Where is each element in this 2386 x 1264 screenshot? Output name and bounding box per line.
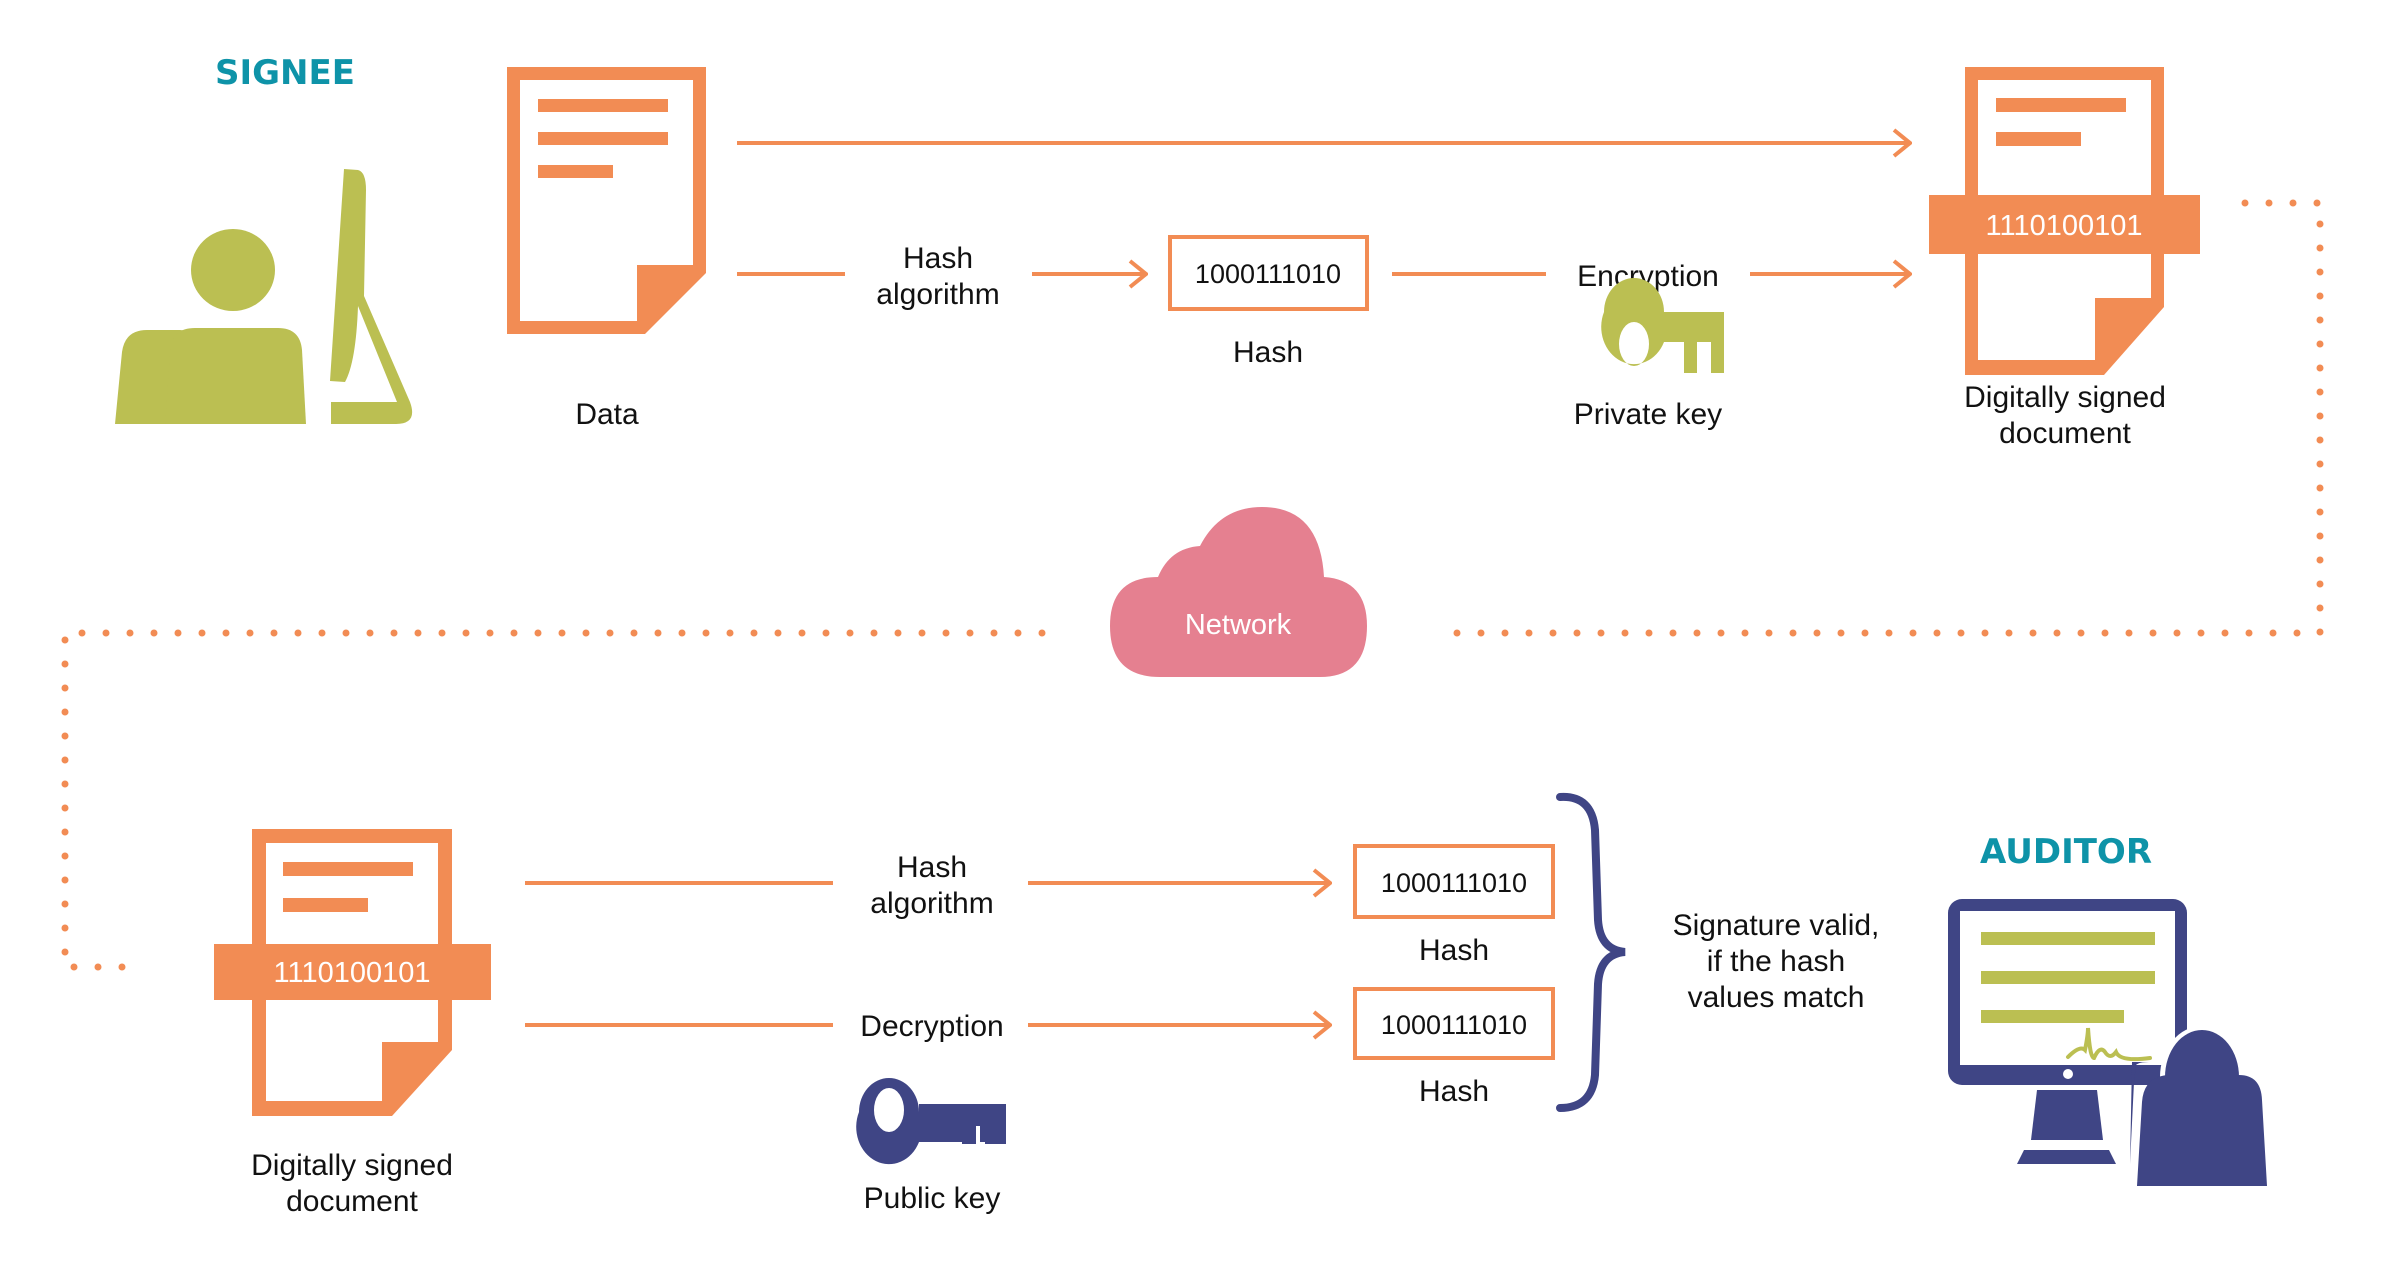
- auditor-hash-value-1: 1000111010: [1381, 868, 1527, 898]
- dotted-path-top-right: [1429, 199, 2324, 637]
- network-label: Network: [1185, 609, 1292, 641]
- data-label: Data: [575, 398, 639, 431]
- auditor-hash-value-2: 1000111010: [1381, 1010, 1527, 1040]
- signee-person-computer-icon: [115, 169, 413, 424]
- signee-hash-box: [1168, 235, 1369, 311]
- result-line3: values match: [1688, 981, 1865, 1014]
- public-key-label: Public key: [864, 1182, 1001, 1215]
- data-document-icon: [507, 67, 706, 334]
- hash-algorithm-label-line2: algorithm: [876, 278, 999, 311]
- public-key-icon: [856, 1078, 1006, 1165]
- auditor-hash-box-1: [1353, 844, 1555, 919]
- hash-algorithm-label-line1: Hash: [903, 242, 973, 275]
- auditor-hash-label-1: Hash: [1419, 934, 1489, 967]
- signed-document-icon-top: [1929, 67, 2200, 375]
- private-key-icon: [1601, 278, 1724, 373]
- comparison-brace-icon: [1556, 792, 1626, 1112]
- signed-doc-label-bottom-line2: document: [286, 1185, 418, 1218]
- signee-role-label: SIGNEE: [215, 53, 355, 93]
- signed-doc-label-top-line2: document: [1999, 417, 2131, 450]
- signed-doc-code-top: 1110100101: [1986, 210, 2143, 242]
- signee-hash-value: 1000111010: [1195, 259, 1341, 289]
- result-line2: if the hash: [1707, 945, 1845, 978]
- signee-hash-label: Hash: [1233, 336, 1303, 369]
- signed-doc-label-top-line1: Digitally signed: [1964, 381, 2166, 414]
- network-cloud-icon: [1110, 507, 1367, 677]
- auditor-hash-box-2: [1353, 987, 1555, 1060]
- auditor-hash-label-2: Hash: [1419, 1075, 1489, 1108]
- private-key-label: Private key: [1574, 398, 1722, 431]
- signed-document-icon-bottom: [214, 829, 491, 1116]
- decryption-label: Decryption: [860, 1010, 1003, 1043]
- signed-doc-label-bottom-line1: Digitally signed: [251, 1149, 453, 1182]
- signed-doc-code-bottom: 1110100101: [274, 957, 431, 989]
- auditor-role-label: AUDITOR: [1980, 832, 2152, 872]
- network-dotted-path: [61, 199, 2324, 971]
- auditor-person-computer-icon: [1948, 899, 2267, 1186]
- result-line1: Signature valid,: [1673, 909, 1880, 942]
- auditor-hash-algorithm-line2: algorithm: [870, 887, 993, 920]
- auditor-hash-algorithm-line1: Hash: [897, 851, 967, 884]
